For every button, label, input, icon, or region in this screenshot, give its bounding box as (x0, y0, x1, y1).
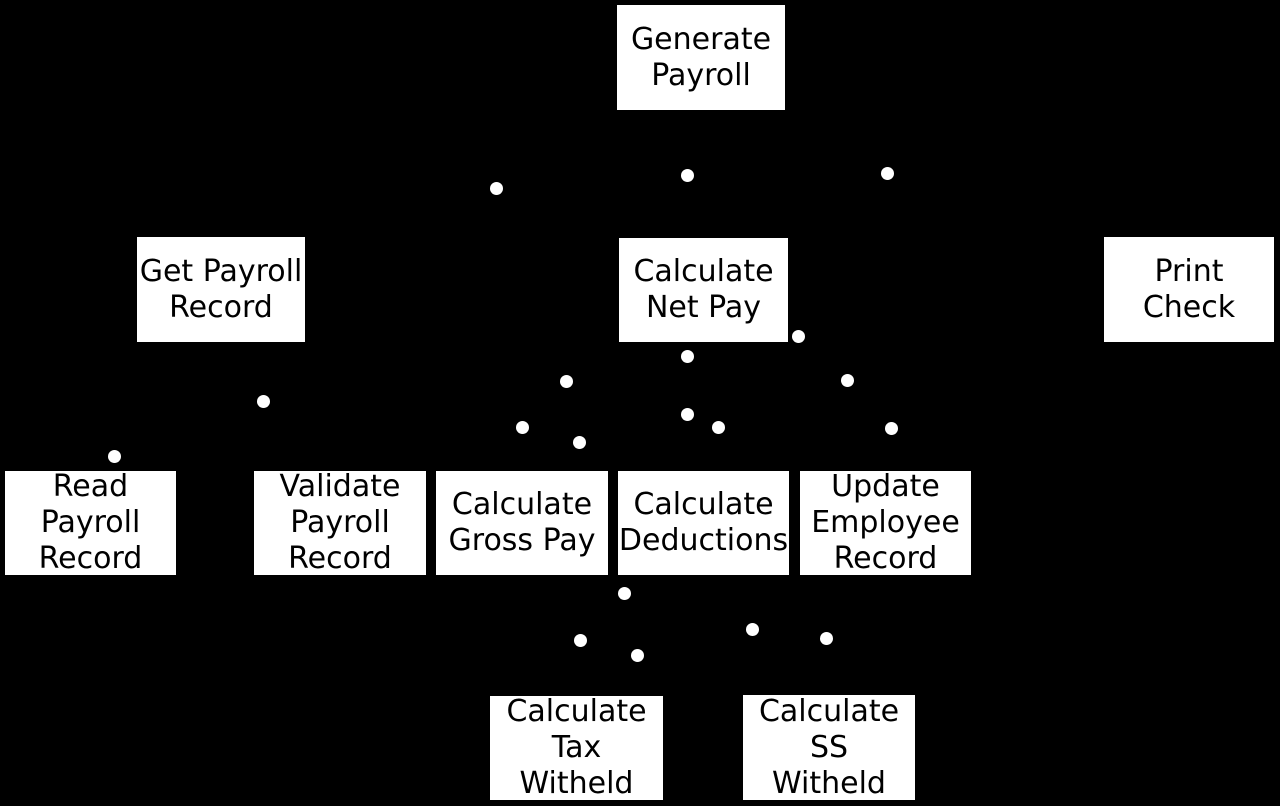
node-label-calculate-tax-witheld: Calculate Tax Witheld (506, 694, 647, 801)
node-read-payroll-record: Read Payroll Record (5, 469, 176, 576)
data-couple-dot (617, 586, 631, 600)
node-calculate-tax-witheld: Calculate Tax Witheld (490, 694, 663, 801)
node-label-print-check: Print Check (1142, 253, 1236, 325)
node-calculate-gross-pay: Calculate Gross Pay (436, 471, 608, 575)
data-couple-dot (256, 394, 270, 408)
node-label-get-payroll-record: Get Payroll Record (139, 253, 303, 325)
data-couple-dot (572, 435, 586, 449)
node-label-calculate-gross-pay: Calculate Gross Pay (448, 487, 596, 558)
data-couple-dot (819, 631, 833, 645)
data-couple-dot (573, 633, 587, 647)
node-calculate-ss-witheld: Calculate SS Witheld (743, 693, 915, 801)
data-couple-dot (840, 373, 854, 387)
node-validate-payroll-record: Validate Payroll Record (254, 469, 426, 576)
node-print-check: Print Check (1104, 237, 1274, 342)
data-couple-dot (745, 622, 759, 636)
data-couple-dot (515, 420, 529, 434)
node-generate-payroll: Generate Payroll (617, 5, 785, 110)
data-couple-dot (680, 349, 694, 363)
node-calculate-net-pay: Calculate Net Pay (619, 238, 788, 342)
node-label-calculate-deductions: Calculate Deductions (618, 487, 789, 558)
data-couple-dot (880, 166, 894, 180)
data-couple-dot (791, 329, 805, 343)
node-label-validate-payroll-record: Validate Payroll Record (279, 469, 401, 576)
node-update-employee-record: Update Employee Record (800, 469, 971, 576)
node-label-calculate-net-pay: Calculate Net Pay (633, 254, 774, 325)
node-label-update-employee-record: Update Employee Record (811, 469, 960, 576)
node-label-generate-payroll: Generate Payroll (630, 21, 772, 93)
data-couple-dot (559, 374, 573, 388)
data-couple-dot (711, 420, 725, 434)
data-couple-dot (680, 168, 694, 182)
node-label-read-payroll-record: Read Payroll Record (38, 469, 143, 576)
data-couple-dot (489, 181, 503, 195)
data-couple-dot (884, 421, 898, 435)
data-couple-dot (630, 648, 644, 662)
node-get-payroll-record: Get Payroll Record (137, 237, 305, 342)
data-couple-dot (680, 407, 694, 421)
node-calculate-deductions: Calculate Deductions (618, 471, 789, 575)
node-label-calculate-ss-witheld: Calculate SS Witheld (758, 693, 900, 801)
data-couple-dot (107, 449, 121, 463)
